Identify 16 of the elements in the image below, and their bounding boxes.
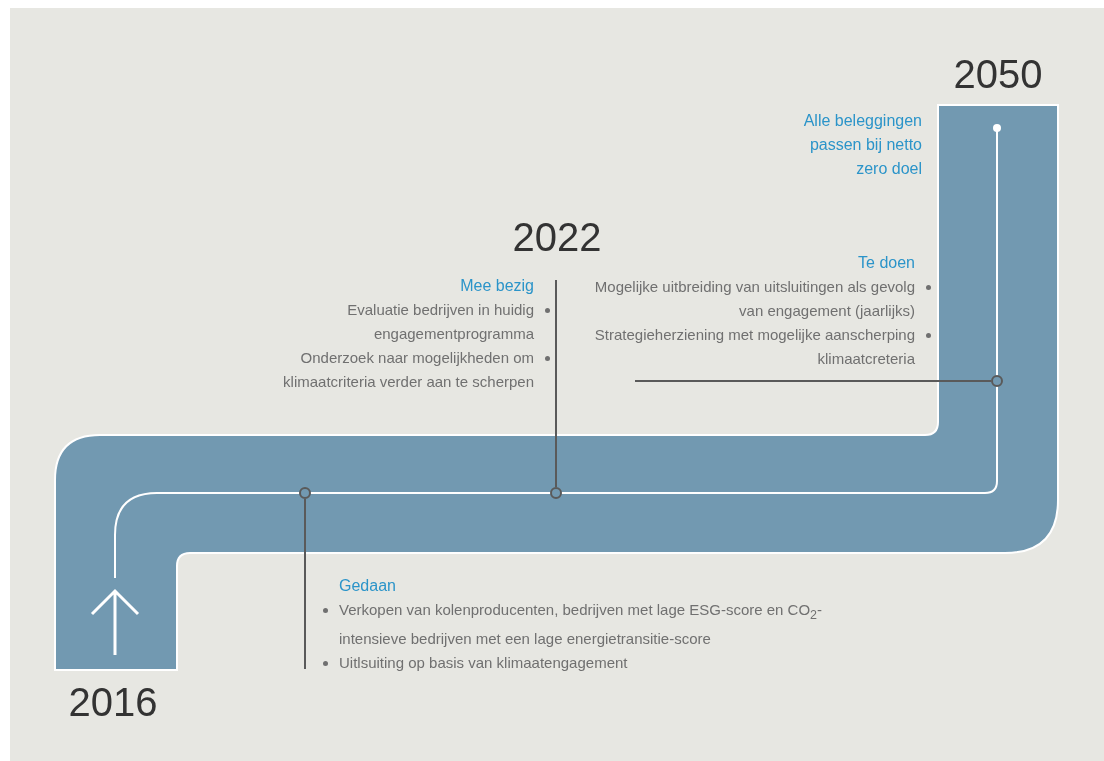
leader-line: [555, 279, 557, 488]
bullet-item: Onderzoek naar mogelijkheden om klimaatcriteria verder aan te scherpen: [276, 346, 556, 394]
milestone-heading: Mee bezig: [459, 276, 535, 296]
goal-text: Alle beleggingen passen bij netto zero doel: [802, 111, 922, 179]
milestone-heading: Te doen: [857, 253, 916, 273]
year-label: 2016: [67, 680, 159, 725]
bullet-item: Strategieherziening met mogelijke aanscherping klimaatcreteria: [590, 323, 937, 371]
bullet-item: Evaluatie bedrijven in huidig engagementprogramma: [276, 298, 556, 346]
leader-line: [304, 498, 306, 670]
bullet-item: Mogelijke uitbreiding van uitsluitingen als gevolg van engagement (jaarlijks): [590, 275, 937, 323]
bullet-item: Uitlsuiting op basis van klimaatengagement: [317, 651, 825, 675]
year-label: 2022: [511, 215, 603, 260]
bullet-item: Verkopen van kolenproducenten, bedrijven met lage ESG-score en CO$_{2}$-intensieve bedrijven met een lage energietransitie-score: [317, 598, 825, 651]
milestone-heading: Gedaan: [338, 576, 397, 596]
leader-line: [634, 380, 992, 382]
year-label: 2050: [952, 52, 1044, 97]
